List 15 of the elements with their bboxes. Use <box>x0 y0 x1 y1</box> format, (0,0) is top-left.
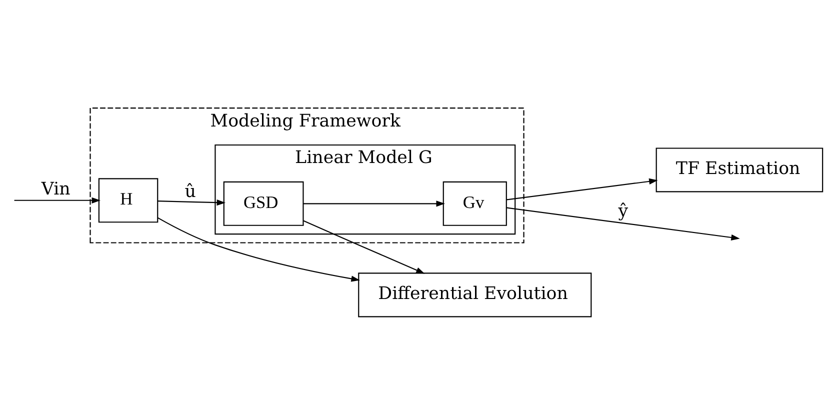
node-box: Differential Evolution <box>358 272 592 317</box>
node-box: Gv <box>442 180 507 226</box>
node-box: GSD <box>223 180 304 226</box>
arrow <box>14 196 101 203</box>
edge-label: Vin <box>41 179 70 200</box>
node-box: H <box>98 178 158 222</box>
edge-label: ŷ <box>618 200 628 221</box>
node-box: TF Estimation <box>656 147 824 192</box>
edge-label: û <box>184 181 196 202</box>
arrow <box>158 198 226 206</box>
arrow <box>506 206 740 240</box>
arrow <box>158 216 360 282</box>
arrow <box>303 220 425 274</box>
arrow <box>304 200 445 206</box>
arrow <box>506 178 658 200</box>
